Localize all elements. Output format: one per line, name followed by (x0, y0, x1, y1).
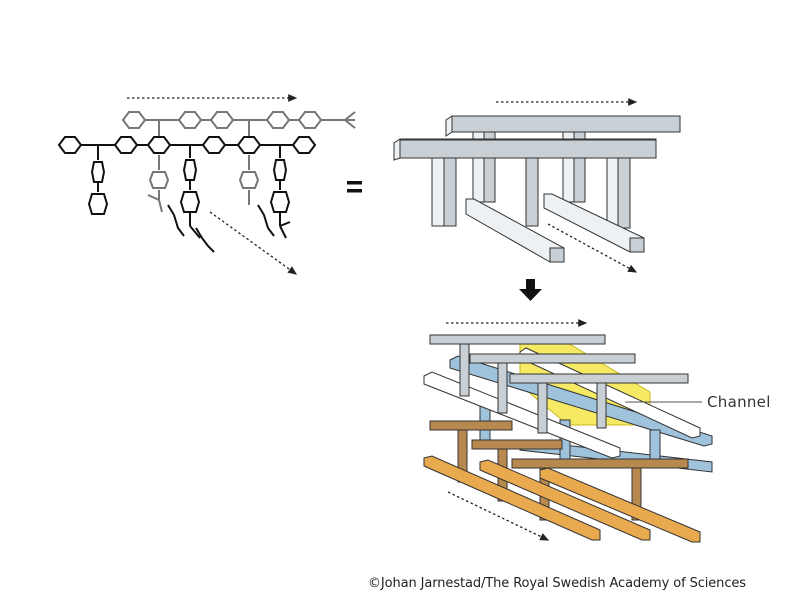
framework-assembly (423, 319, 713, 543)
black-polymer-chain (57, 136, 317, 253)
direction-arrow-diagonal (547, 223, 638, 273)
direction-arrow-diagonal (209, 211, 298, 275)
benzene-ring (146, 136, 172, 154)
benzene-ring (179, 191, 201, 213)
benzene-ring (269, 191, 291, 213)
benzene-ring (182, 159, 198, 181)
simplified-model (393, 98, 681, 273)
molecular-structure (57, 94, 356, 275)
benzene-ring (236, 136, 262, 154)
benzene-ring (265, 111, 291, 129)
benzene-ring (201, 136, 227, 154)
benzene-ring (113, 136, 139, 154)
benzene-ring (90, 161, 106, 183)
down-arrow-icon (519, 279, 542, 301)
benzene-ring (238, 171, 260, 189)
benzene-ring (272, 159, 288, 181)
equals-sign (347, 181, 362, 193)
image-credit: ©Johan Jarnestad/The Royal Swedish Acade… (368, 576, 746, 591)
benzene-ring (209, 111, 235, 129)
benzene-ring (297, 111, 323, 129)
benzene-ring (177, 111, 203, 129)
benzene-ring (57, 136, 83, 154)
channel-label: Channel (707, 393, 771, 411)
direction-arrow-diagonal (447, 491, 550, 541)
grey-polymer-chain (121, 111, 356, 213)
benzene-ring (121, 111, 147, 129)
benzene-ring (87, 193, 109, 215)
benzene-ring (291, 136, 317, 154)
benzene-ring (148, 171, 170, 189)
